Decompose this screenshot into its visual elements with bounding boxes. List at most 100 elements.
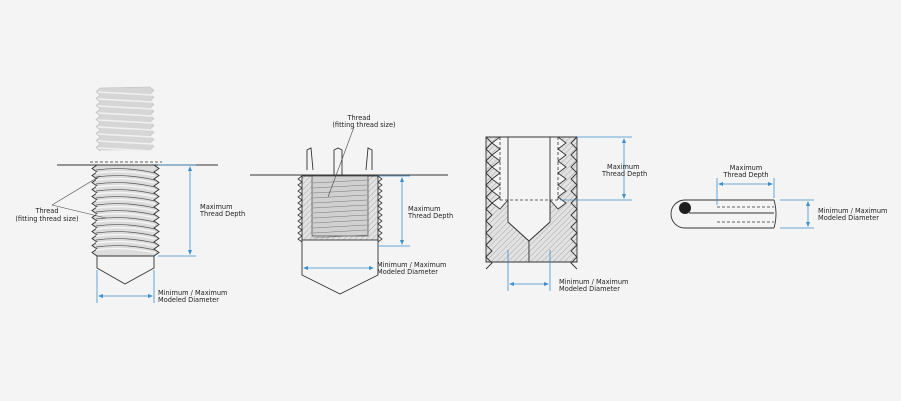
dia-label-line2: Modeled Diameter bbox=[559, 285, 620, 293]
thread-crest-line bbox=[95, 175, 156, 181]
insert-thread-line bbox=[312, 194, 368, 199]
thread-highlight bbox=[95, 205, 156, 212]
dia-label-line2: Modeled Diameter bbox=[818, 214, 879, 222]
dia-arrow-right bbox=[544, 282, 549, 286]
depth-label-line2: Thread Depth bbox=[601, 170, 647, 178]
thread-label-line2: (fitting thread size) bbox=[332, 121, 395, 129]
insert-thread-line bbox=[312, 214, 368, 219]
insert-thread-line bbox=[312, 229, 368, 234]
thread-crest-line bbox=[95, 245, 156, 251]
depth-label-line2: Thread Depth bbox=[199, 210, 245, 218]
insert-thread-line bbox=[312, 234, 368, 239]
ghost-thread-crest bbox=[97, 119, 153, 124]
thread-leader bbox=[327, 126, 355, 198]
depth-arrow-left bbox=[718, 182, 723, 186]
thread-highlight bbox=[95, 219, 156, 226]
thread-label-line1: Thread bbox=[346, 114, 370, 122]
thread-crest-line bbox=[95, 224, 156, 230]
hole-interior bbox=[508, 137, 550, 241]
thread-crest-line bbox=[95, 203, 156, 209]
depth-label-line1: Maximum bbox=[200, 203, 233, 211]
tab-right bbox=[365, 147, 373, 171]
coil-end-right bbox=[773, 199, 777, 229]
depth-label-line2: Thread Depth bbox=[722, 171, 768, 179]
dia-label-line1: Minimum / Maximum bbox=[559, 278, 628, 286]
depth-arrow-right bbox=[768, 182, 773, 186]
depth-arrow-top bbox=[400, 177, 404, 182]
center-tang bbox=[333, 147, 343, 198]
thread-crest-line bbox=[95, 189, 156, 195]
ghost-thread-crest bbox=[97, 112, 153, 117]
thread-leader-2 bbox=[51, 204, 107, 219]
dia-arrow-left bbox=[509, 282, 514, 286]
thread-highlight bbox=[95, 212, 156, 219]
hole-walls bbox=[485, 136, 578, 270]
ghost-thread-crest bbox=[97, 105, 153, 110]
depth-arrow-bottom bbox=[622, 194, 626, 199]
depth-arrow-top bbox=[622, 138, 626, 143]
figure-coil-insert: Maximum Thread Depth Minimum / Maximum M… bbox=[670, 164, 887, 229]
insert-thread-line bbox=[312, 179, 368, 184]
dia-arrow-right bbox=[369, 266, 374, 270]
thread-crest-line bbox=[95, 217, 156, 223]
dia-label-line1: Minimum / Maximum bbox=[377, 261, 446, 269]
depth-arrow-bottom bbox=[188, 250, 192, 255]
depth-arrow-bottom bbox=[400, 240, 404, 245]
thread-crest-line bbox=[95, 196, 156, 202]
thread-highlight bbox=[95, 177, 156, 184]
ghost-thread-crest bbox=[97, 91, 153, 96]
insert-thread-line bbox=[312, 184, 368, 189]
figure-insert-thread: Thread (fitting thread size) Maximum Thr… bbox=[250, 114, 453, 295]
figure-tapped-hole: Maximum Thread Depth Minimum / Maximum M… bbox=[485, 136, 647, 293]
insert-core bbox=[311, 175, 369, 237]
tab-left bbox=[306, 147, 314, 171]
insert-thread-line bbox=[312, 204, 368, 209]
dia-label-line1: Minimum / Maximum bbox=[158, 289, 227, 297]
depth-label-line1: Maximum bbox=[730, 164, 763, 172]
insert-thread-line bbox=[312, 189, 368, 194]
dia-arrow-right bbox=[148, 294, 153, 298]
figure-external-thread: Thread (fitting thread size) Maximum Thr… bbox=[15, 86, 245, 304]
dia-arrow-top bbox=[806, 201, 810, 206]
insert-body bbox=[297, 175, 383, 243]
drill-hole bbox=[507, 137, 551, 242]
ghost-thread-crest bbox=[97, 140, 153, 145]
thread-crest-line bbox=[95, 231, 156, 237]
insert-thread-line bbox=[312, 224, 368, 229]
thread-highlight bbox=[95, 170, 156, 177]
coil-wire-section bbox=[679, 202, 691, 214]
depth-label-line1: Maximum bbox=[607, 163, 640, 171]
dia-arrow-bottom bbox=[806, 222, 810, 227]
ghost-thread-crest bbox=[97, 126, 153, 131]
tip-cone bbox=[96, 256, 155, 285]
thread-crest-line bbox=[95, 238, 156, 244]
insert-wall-right bbox=[377, 175, 383, 243]
thread-highlight bbox=[95, 198, 156, 205]
ghost-thread-crest bbox=[97, 133, 153, 138]
depth-arrow-top bbox=[188, 166, 192, 171]
ghost-thread-crest bbox=[97, 147, 153, 152]
depth-label-line2: Thread Depth bbox=[407, 212, 453, 220]
insert-thread-line bbox=[312, 199, 368, 204]
dia-arrow-left bbox=[303, 266, 308, 270]
thread-label-line2: (fitting thread size) bbox=[15, 215, 78, 223]
thread-crest-line bbox=[95, 182, 156, 188]
thread-crest-line bbox=[95, 168, 156, 174]
coil-end-left bbox=[670, 199, 686, 229]
ghost-thread-crest bbox=[97, 98, 153, 103]
outer-left-thread bbox=[485, 136, 493, 270]
thread-highlight bbox=[95, 240, 156, 247]
base-cone bbox=[301, 240, 379, 295]
dia-label-line2: Modeled Diameter bbox=[158, 296, 219, 304]
thread-leader-1 bbox=[51, 175, 101, 206]
coil-outline bbox=[685, 199, 774, 229]
thread-highlight bbox=[95, 191, 156, 198]
insert-thread-line bbox=[312, 209, 368, 214]
dia-label-line1: Minimum / Maximum bbox=[818, 207, 887, 215]
thread-highlight bbox=[95, 226, 156, 233]
depth-label-line1: Maximum bbox=[408, 205, 441, 213]
ghost-thread bbox=[95, 86, 155, 152]
threaded-body bbox=[91, 164, 160, 257]
dia-label-line2: Modeled Diameter bbox=[377, 268, 438, 276]
